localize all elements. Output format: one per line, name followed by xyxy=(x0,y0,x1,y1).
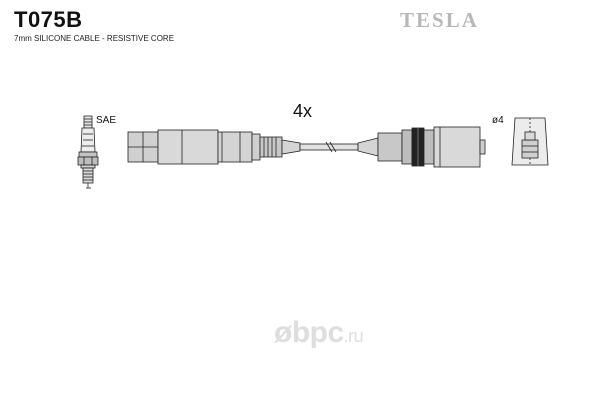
coil-boot-connector xyxy=(357,126,486,168)
plug-boot-connector xyxy=(127,129,301,165)
watermark-suffix: .ru xyxy=(343,326,364,346)
terminal-diameter-label: ø4 xyxy=(492,115,504,126)
plug-standard-label: SAE xyxy=(96,115,117,126)
part-number-title: T075B xyxy=(14,7,83,32)
brand-logo: TESLA xyxy=(400,8,479,32)
cable-spec-text: 7mm SILICONE CABLE - RESISTIVE CORE xyxy=(14,34,175,43)
watermark-brand: øbpc xyxy=(274,316,344,349)
terminal-connector-icon xyxy=(511,117,549,166)
watermark-logo: øbpc.ru xyxy=(274,316,364,350)
spark-plug-icon xyxy=(77,115,99,189)
ignition-cable xyxy=(299,141,359,153)
quantity-label: 4x xyxy=(293,101,313,121)
